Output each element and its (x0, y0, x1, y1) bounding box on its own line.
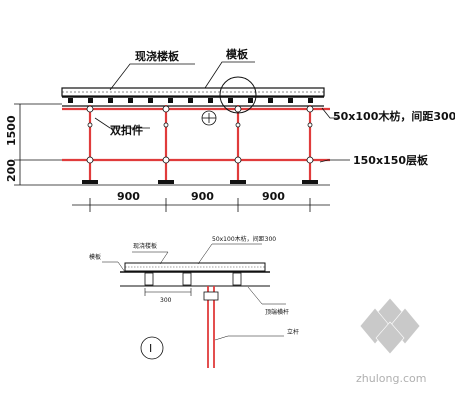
horizontal-dimension (72, 198, 330, 212)
label-cast-slab: 现浇楼板 (135, 49, 180, 63)
horizontal-pipes (62, 107, 330, 162)
label-layer-board: 150x150层板 (353, 153, 429, 167)
detail-dimension (144, 288, 192, 296)
clamp-icons (86, 105, 314, 164)
watermark-logo (359, 297, 421, 355)
detail-timbers (144, 272, 242, 286)
dim-1500: 1500 (5, 115, 18, 146)
vertical-uprights (88, 105, 312, 181)
base-plates (82, 180, 318, 184)
label-timber: 50x100木枋，间距300 (333, 109, 455, 123)
dim-span-1: 900 (117, 190, 140, 203)
label-double-clamp: 双扣件 (110, 123, 143, 137)
detail-label-upright: 立杆 (287, 328, 299, 336)
leader-lines (94, 61, 350, 163)
section-mark-icon (201, 110, 217, 126)
dim-span-2: 900 (191, 190, 214, 203)
section-circle-label: I (149, 342, 152, 355)
watermark-text: zhulong.com (356, 372, 426, 385)
detail-leaders (102, 243, 286, 341)
detail-spacing: 300 (160, 297, 172, 304)
dim-span-3: 900 (262, 190, 285, 203)
cast-slab (61, 87, 325, 97)
label-formwork: 模板 (226, 47, 249, 61)
detail-label-formwork: 模板 (89, 253, 101, 261)
vertical-dimension (14, 103, 62, 186)
section-circle (140, 336, 164, 360)
detail-label-top-beam: 顶端横杆 (265, 308, 289, 316)
detail-clamp (203, 291, 219, 301)
dim-200: 200 (5, 159, 18, 182)
detail-slab (124, 262, 266, 272)
detail-label-cast-slab: 现浇楼板 (133, 242, 157, 250)
detail-label-timber: 50x100木枋，间距300 (212, 235, 276, 243)
timber-joists (68, 98, 313, 103)
detail-callout-circle (219, 76, 257, 114)
